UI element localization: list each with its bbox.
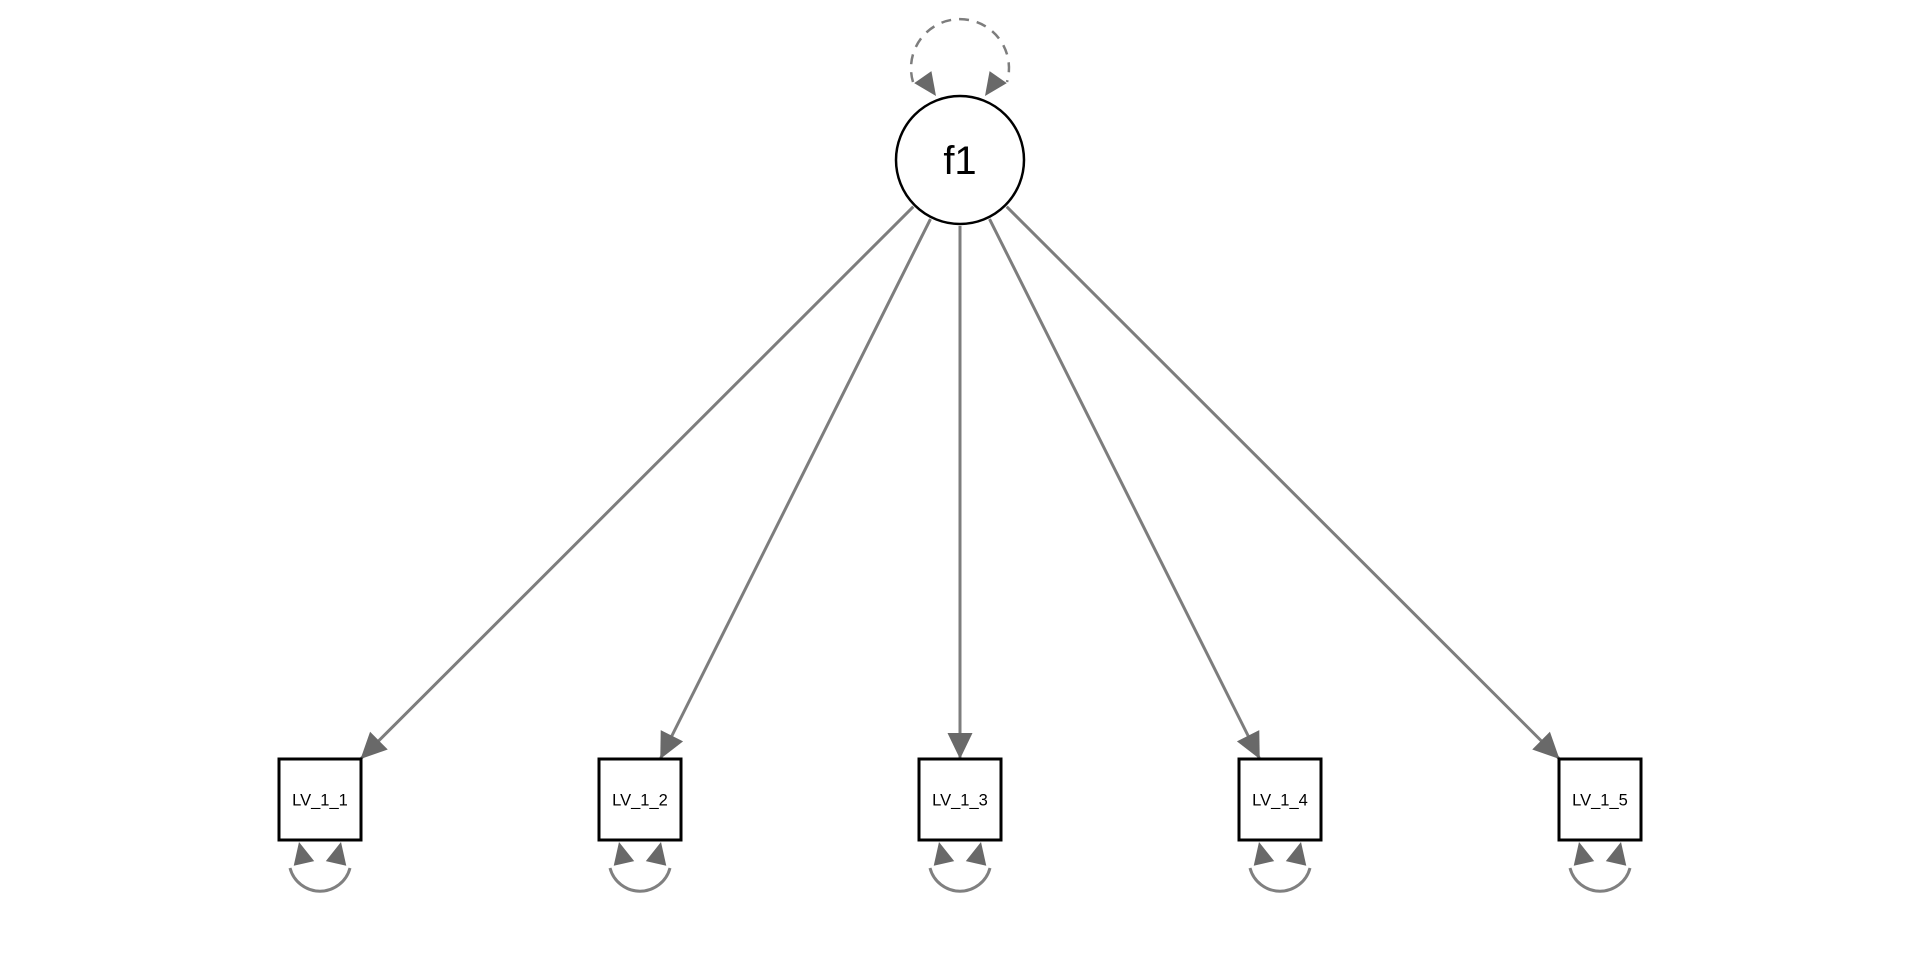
residual-arrowhead-right-LV_1_2 <box>645 842 667 866</box>
loading-arrowhead-LV_1_1 <box>360 731 388 759</box>
manifest-node-label-LV_1_5: LV_1_5 <box>1572 792 1628 810</box>
residual-variance-loop-LV_1_3 <box>928 867 992 893</box>
loading-edge-LV_1_5 <box>1005 205 1561 761</box>
loading-arrowhead-LV_1_4 <box>1236 730 1260 759</box>
manifest-node-LV_1_2 <box>597 757 683 842</box>
loading-arrowhead-LV_1_3 <box>947 733 973 759</box>
residual-arrowhead-left-LV_1_4 <box>1253 842 1275 866</box>
latent-node-f1 <box>894 94 1026 226</box>
residual-arrowhead-right-LV_1_1 <box>325 842 347 866</box>
manifest-node-label-LV_1_3: LV_1_3 <box>932 792 988 810</box>
residual-arrowhead-left-LV_1_3 <box>933 842 955 866</box>
residual-variance-loop-LV_1_4 <box>1248 867 1312 893</box>
residual-variance-loop-LV_1_5 <box>1568 867 1632 893</box>
latent-variance-loop <box>909 17 1011 83</box>
residual-arrowhead-left-LV_1_1 <box>293 842 315 866</box>
residual-arrowhead-left-LV_1_5 <box>1573 842 1595 866</box>
loading-edge-LV_1_1 <box>359 205 915 761</box>
manifest-node-LV_1_1 <box>277 757 363 842</box>
residual-arrowhead-left-LV_1_2 <box>613 842 635 866</box>
residual-variance-loop-LV_1_2 <box>608 867 672 893</box>
residual-arrowhead-right-LV_1_5 <box>1605 842 1627 866</box>
latent-node-label: f1 <box>943 139 976 183</box>
residual-arrowhead-right-LV_1_4 <box>1285 842 1307 866</box>
loading-arrowhead-LV_1_2 <box>660 730 684 759</box>
loading-edge-LV_1_2 <box>658 218 932 760</box>
loading-edge-LV_1_4 <box>988 218 1262 760</box>
manifest-node-LV_1_5 <box>1557 757 1643 842</box>
manifest-node-label-LV_1_2: LV_1_2 <box>612 792 668 810</box>
manifest-node-LV_1_3 <box>917 757 1003 842</box>
manifest-node-label-LV_1_4: LV_1_4 <box>1252 792 1308 810</box>
latent-variance-arrowhead-left <box>914 71 936 96</box>
manifest-node-LV_1_4 <box>1237 757 1323 842</box>
latent-variance-arrowhead-right <box>985 71 1007 96</box>
residual-variance-loop-LV_1_1 <box>288 867 352 893</box>
loading-arrowhead-LV_1_5 <box>1532 731 1560 759</box>
residual-arrowhead-right-LV_1_3 <box>965 842 987 866</box>
manifest-node-label-LV_1_1: LV_1_1 <box>292 792 348 810</box>
